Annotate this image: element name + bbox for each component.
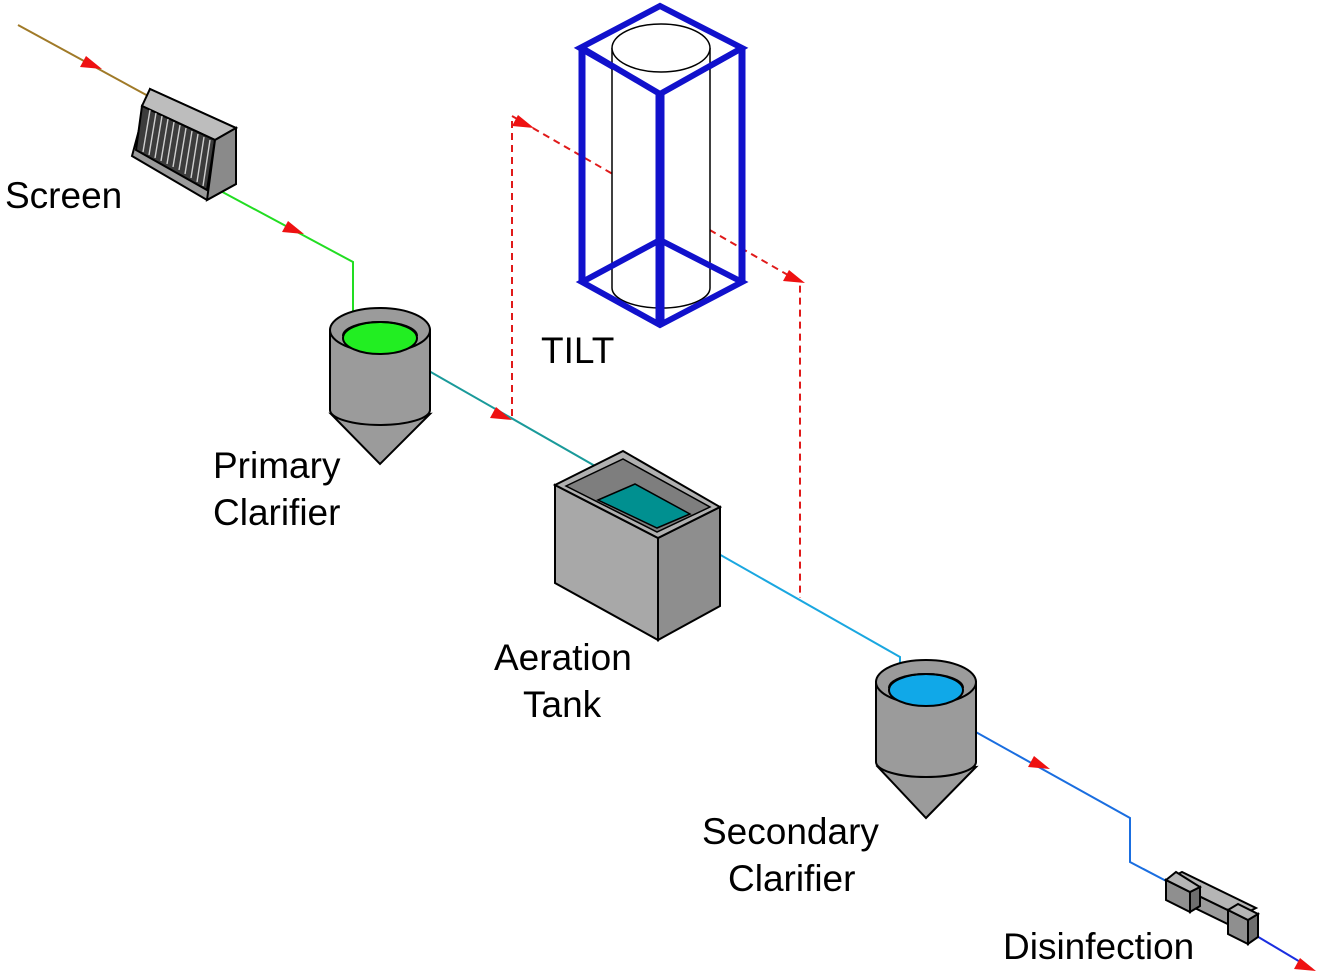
- flow-arrow-icon: [783, 270, 805, 283]
- secondary-to-disinfection-line: [964, 725, 1173, 885]
- flow-arrow-icon: [512, 115, 534, 128]
- tilt-recycle-loop: [511, 114, 801, 598]
- secondary-clarifier-icon: [875, 659, 979, 820]
- flow-arrow-icon: [282, 221, 304, 234]
- flow-arrows: [80, 56, 1316, 971]
- screen-icon: [130, 87, 239, 202]
- aeration-tank-label-line1: Aeration: [494, 637, 632, 678]
- secondary-clarifier-label-line2: Clarifier: [728, 858, 855, 899]
- primary-clarifier-icon: [328, 307, 433, 466]
- flow-arrow-icon: [490, 407, 512, 420]
- aeration-tank-label-line2: Tank: [523, 684, 602, 725]
- aeration-to-secondary-line: [702, 544, 901, 688]
- aeration-tank-icon: [552, 449, 723, 642]
- tilt-tower-icon: [573, 2, 749, 329]
- secondary-clarifier-label-line1: Secondary: [702, 811, 879, 852]
- primary-clarifier-label-line1: Primary: [213, 445, 341, 486]
- tilt-supply-dashed-line: [511, 114, 801, 598]
- screen-to-primary-line: [214, 187, 354, 336]
- screen-label: Screen: [5, 175, 122, 216]
- flow-arrow-icon: [80, 56, 102, 69]
- flow-arrow-icon: [1294, 958, 1316, 971]
- disinfection-label: Disinfection: [1003, 926, 1194, 967]
- disinfection-unit-icon: [1163, 870, 1261, 946]
- flow-arrow-icon: [1028, 756, 1050, 769]
- tilt-label: TILT: [541, 330, 614, 371]
- primary-clarifier-label-line2: Clarifier: [213, 492, 340, 533]
